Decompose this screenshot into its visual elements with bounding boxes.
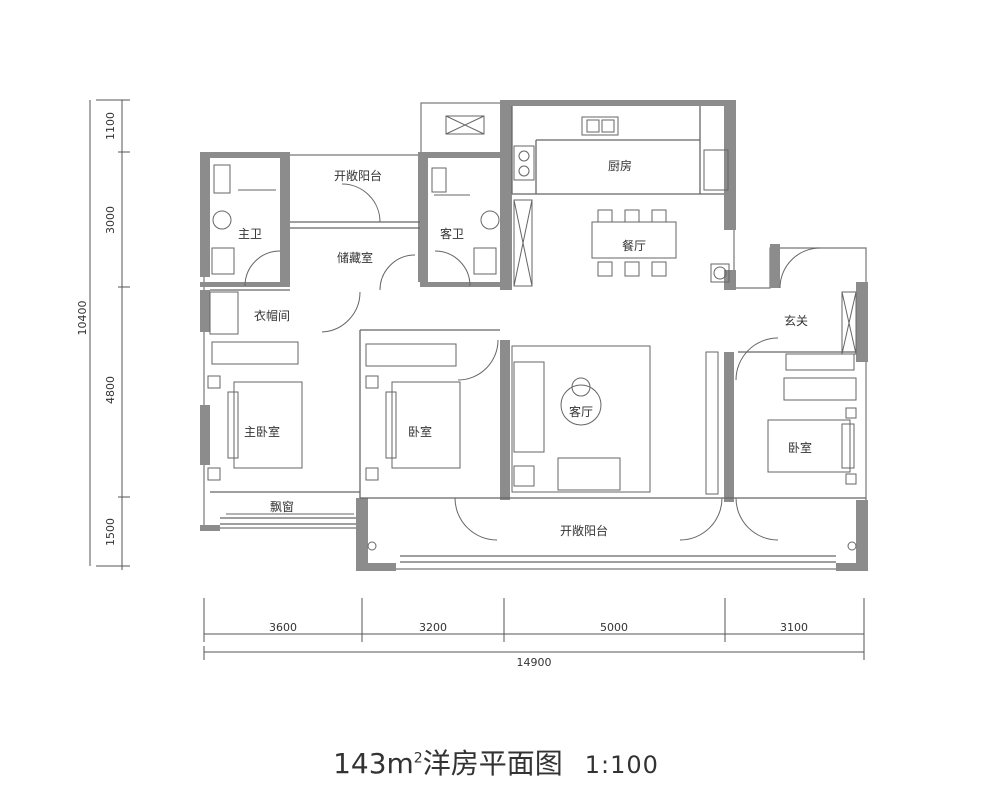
partitions (210, 106, 866, 563)
dim-1100: 1100 (104, 112, 117, 140)
title-area-sup: 2 (413, 750, 423, 767)
label-open-balcony-top: 开敞阳台 (334, 168, 382, 183)
dim-3200: 3200 (419, 621, 447, 634)
door-storage (379, 254, 416, 291)
label-dining: 餐厅 (622, 238, 646, 253)
floor-plan: 1100 3000 10400 4800 1500 3600 3200 5000… (76, 99, 868, 669)
label-bay-window: 飘窗 (270, 500, 294, 514)
door-balcony-left (454, 497, 498, 541)
dim-3000: 3000 (104, 206, 117, 234)
title-scale: 1:100 (584, 751, 659, 779)
door-balcony-mid (679, 497, 723, 541)
label-bedroom-mid: 卧室 (408, 424, 432, 439)
plan-title: 143m2洋房平面图 1:100 (0, 742, 992, 782)
dim-10400: 10400 (76, 301, 89, 336)
bottom-dimension-labels: 3600 3200 5000 3100 14900 (269, 621, 808, 669)
door-balcony-right (735, 497, 779, 541)
label-master-bedroom: 主卧室 (244, 424, 280, 439)
door-guest-bath (434, 250, 471, 287)
label-guest-bath: 客卫 (440, 226, 464, 241)
left-dimension-chain (89, 99, 130, 570)
door-master-bath (244, 250, 281, 287)
room-labels: 主卫 开敞阳台 客卫 厨房 储藏室 餐厅 衣帽间 玄关 主卧室 卧室 客厅 卧室… (238, 158, 812, 538)
door-balcony (341, 183, 381, 223)
left-dimension-labels: 1100 3000 10400 4800 1500 (76, 112, 117, 546)
dim-3600: 3600 (269, 621, 297, 634)
door-cloakroom (321, 291, 361, 333)
door-bedroom-right (735, 337, 779, 381)
fixtures (207, 115, 857, 551)
title-area: 143m (333, 747, 414, 780)
label-kitchen: 厨房 (608, 158, 632, 173)
dim-14900: 14900 (517, 656, 552, 669)
label-bedroom-right: 卧室 (788, 440, 812, 455)
label-master-bath: 主卫 (238, 227, 262, 241)
label-storage: 储藏室 (337, 250, 373, 265)
label-cloakroom: 衣帽间 (254, 308, 290, 323)
doors (244, 183, 821, 541)
dim-4800: 4800 (104, 376, 117, 404)
dim-5000: 5000 (600, 621, 628, 634)
dim-1500: 1500 (104, 518, 117, 546)
title-name: 洋房平面图 (422, 747, 563, 780)
door-entrance (779, 247, 821, 289)
door-bedroom-mid (457, 339, 499, 381)
label-living: 客厅 (569, 404, 593, 419)
label-open-balcony-bottom: 开敞阳台 (560, 523, 608, 538)
bottom-dimension-chain (203, 598, 865, 660)
label-entrance: 玄关 (784, 313, 808, 328)
dim-3100: 3100 (780, 621, 808, 634)
wall-outline (203, 102, 867, 570)
walls (200, 100, 868, 571)
